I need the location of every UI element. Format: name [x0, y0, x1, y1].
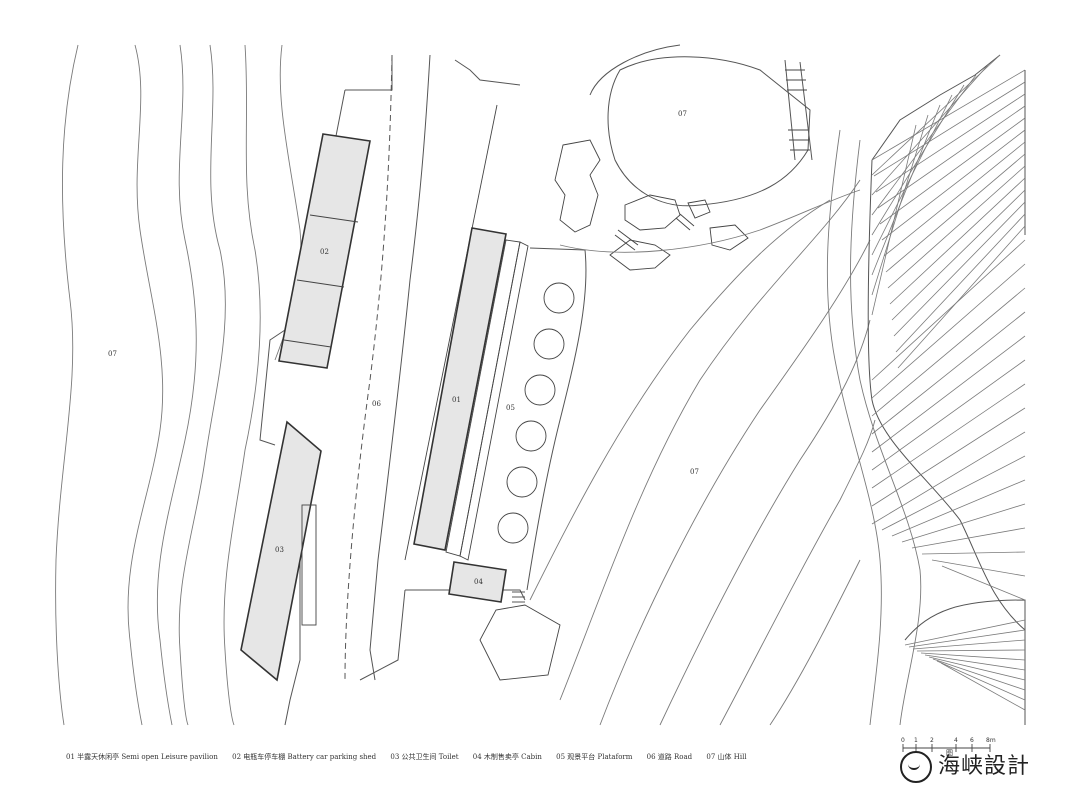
- north-stairs: [785, 69, 810, 151]
- hatch-line: [871, 383, 1026, 489]
- scale-tick-8m: 8m: [986, 737, 996, 744]
- building-01-leisure-pavilion: [404, 104, 529, 561]
- hatch-line: [901, 503, 1026, 543]
- hatch-line: [871, 287, 1026, 417]
- label-07-north: 07: [678, 110, 687, 118]
- platform-05: [479, 247, 587, 681]
- hatch-line: [916, 649, 1026, 652]
- hatch-line: [908, 629, 1026, 648]
- label-04: 04: [474, 578, 483, 586]
- label-07-east: 07: [690, 468, 699, 476]
- hatch-line: [924, 654, 1026, 671]
- scale-tick-1: 1: [914, 737, 918, 744]
- legend-item-02: 02 电瓶车停车棚 Battery car parking shed: [232, 753, 377, 761]
- scale-tick-2: 2: [930, 737, 934, 744]
- legend-item-03: 03 公共卫生间 Toilet: [390, 753, 459, 761]
- scale-bar: [902, 744, 991, 752]
- watermark-text: 海峡設計: [938, 754, 1031, 779]
- label-03: 03: [275, 546, 284, 554]
- hatch-line: [871, 311, 1026, 435]
- legend-item-06: 06 道路 Road: [646, 753, 693, 761]
- hatch-line: [920, 652, 1026, 661]
- legend: 01 半露天休闲亭 Semi open Leisure pavilion 02 …: [66, 752, 759, 762]
- hatch-line: [881, 129, 1026, 241]
- north-hill: [589, 44, 813, 207]
- hatch-line: [893, 201, 1026, 337]
- label-07-west: 07: [108, 350, 117, 358]
- building-03-toilet: [240, 420, 322, 682]
- hatch-line: [932, 658, 1026, 691]
- hatch-line: [871, 263, 1026, 399]
- hatch-line: [895, 213, 1026, 353]
- legend-item-01: 01 半露天休闲亭 Semi open Leisure pavilion: [66, 753, 218, 761]
- road-corridor: [259, 54, 526, 726]
- hatch-line: [941, 565, 1026, 601]
- hatch-line: [891, 479, 1026, 537]
- hatch-line: [871, 114, 929, 296]
- hatch-line: [871, 239, 1026, 381]
- hatch-line: [871, 335, 1026, 453]
- hatch-line: [912, 639, 1026, 650]
- hatch-line: [921, 551, 1026, 555]
- hatch-line: [904, 619, 1026, 646]
- hatch-line: [891, 189, 1026, 321]
- label-01: 01: [452, 396, 461, 404]
- hatch-line: [881, 455, 1026, 531]
- west-contours: [55, 44, 302, 726]
- hatch-line: [897, 225, 1026, 369]
- hatch-line: [940, 662, 1026, 711]
- rocks: [554, 139, 749, 271]
- hatch-line: [871, 69, 1026, 161]
- scale-unit-label: 图: [946, 749, 953, 757]
- scale-tick-0: 0: [901, 737, 905, 744]
- east-contours: [529, 129, 922, 726]
- hatch-line: [883, 141, 1026, 257]
- legend-item-07: 07 山体 Hill: [706, 753, 747, 761]
- wechat-logo-icon: [900, 751, 932, 783]
- hatch-line: [871, 104, 941, 276]
- label-02: 02: [320, 248, 329, 256]
- scale-tick-6: 6: [970, 737, 974, 744]
- hatch-line: [879, 117, 1026, 225]
- hatch-line: [871, 359, 1026, 471]
- scale-tick-4: 4: [954, 737, 958, 744]
- watermark: 海峡設計: [900, 748, 1030, 783]
- hatch-line: [889, 177, 1026, 305]
- hatch-line: [936, 660, 1026, 701]
- hatch-line: [911, 527, 1026, 549]
- hatch-line: [928, 656, 1026, 681]
- hatch-line: [885, 153, 1026, 273]
- slope-hatching: [867, 54, 1026, 725]
- building-02-parking-shed: [278, 133, 371, 369]
- legend-item-05: 05 观景平台 Plataform: [556, 753, 633, 761]
- building-04-cabin: [448, 561, 525, 603]
- legend-item-04: 04 木制售卖亭 Cabin: [472, 753, 542, 761]
- label-05: 05: [506, 404, 515, 412]
- hatch-line: [877, 105, 1026, 209]
- hatch-line: [871, 431, 1026, 525]
- hatch-line: [887, 165, 1026, 289]
- hatch-line: [871, 407, 1026, 507]
- label-06: 06: [372, 400, 381, 408]
- hatch-line: [871, 124, 917, 316]
- hatch-line: [873, 81, 1026, 177]
- hatch-line: [931, 559, 1026, 577]
